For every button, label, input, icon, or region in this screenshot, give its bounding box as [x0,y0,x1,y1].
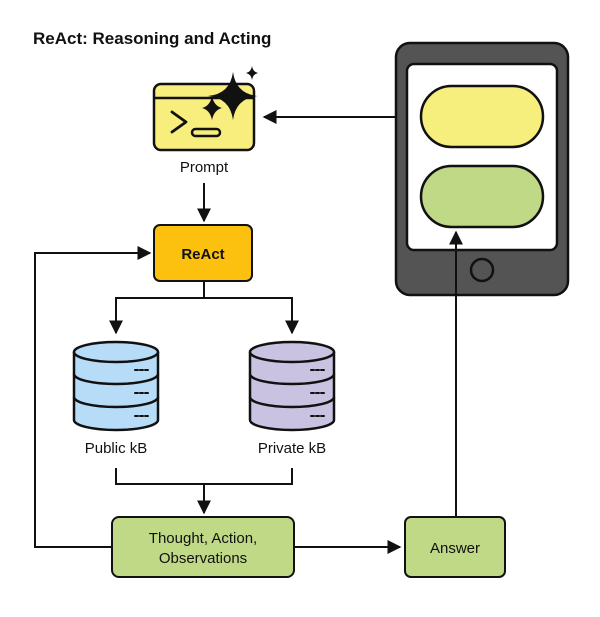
loop-label-line2: Observations [159,550,247,567]
sparkle-icon [202,66,258,120]
public-kb-label: Public kB [85,440,148,457]
diagram-title: ReAct: Reasoning and Acting [33,29,271,48]
prompt-label: Prompt [180,159,229,176]
phone-bottom-bubble [419,164,545,229]
loop-label-line1: Thought, Action, [149,530,257,547]
answer-label: Answer [430,540,480,557]
react-node: ReAct [153,224,253,282]
thought-action-observations-node: Thought, Action, Observations [111,516,295,578]
private-kb-label: Private kB [258,440,326,457]
public-database-icon [72,340,160,432]
phone-top-bubble [419,84,545,149]
arrow-react-to-dbs [109,281,299,335]
answer-node: Answer [404,516,506,578]
private-database-icon [248,340,336,432]
arrow-dbs-to-loop [115,468,293,515]
arrow-loop-back-to-react [34,246,152,548]
phone-icon [394,41,570,297]
react-label: ReAct [181,246,224,263]
